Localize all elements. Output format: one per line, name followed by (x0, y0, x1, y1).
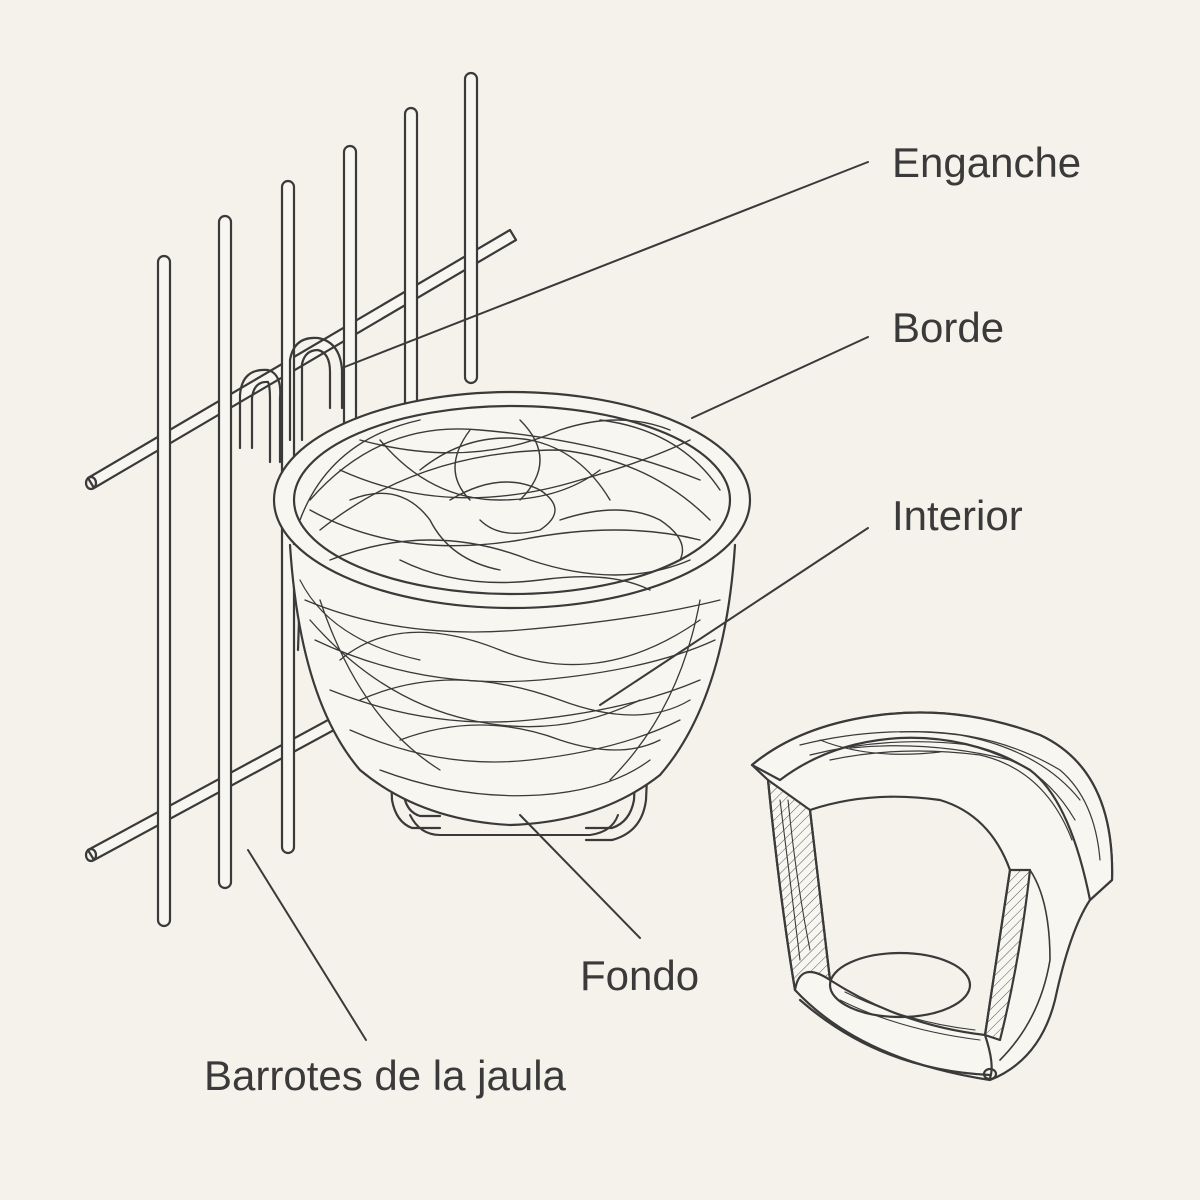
body-straw (304, 599, 721, 797)
nest-straw (299, 419, 721, 591)
leader-interior (599, 527, 869, 706)
cup-body (288, 543, 737, 827)
leader-hook (341, 161, 869, 369)
label-rim: Borde (892, 304, 1004, 351)
leader-cage-bars (247, 849, 367, 1041)
vertical-bar-1 (156, 254, 172, 928)
cross-section (750, 711, 1114, 1082)
label-interior: Interior (892, 492, 1023, 539)
section-wall-right (983, 868, 1032, 1042)
label-hook: Enganche (892, 139, 1081, 186)
vertical-bar-6 (463, 71, 479, 385)
rim-inner (292, 404, 732, 596)
section-rim-straw (799, 731, 1101, 861)
nest-cup (272, 390, 752, 842)
section-rim (750, 711, 1114, 902)
section-wall-straw (779, 799, 981, 1041)
vertical-bar-2 (217, 214, 233, 890)
cup-foot (409, 814, 619, 836)
vertical-bar-5 (403, 106, 419, 410)
leader-bottom (519, 814, 641, 939)
label-bottom: Fondo (580, 952, 699, 999)
leader-rim (691, 336, 869, 419)
label-cage-bars: Barrotes de la jaula (204, 1052, 567, 1099)
hook (238, 336, 344, 464)
section-bottom (828, 951, 972, 1019)
leader-lines (247, 161, 869, 1041)
